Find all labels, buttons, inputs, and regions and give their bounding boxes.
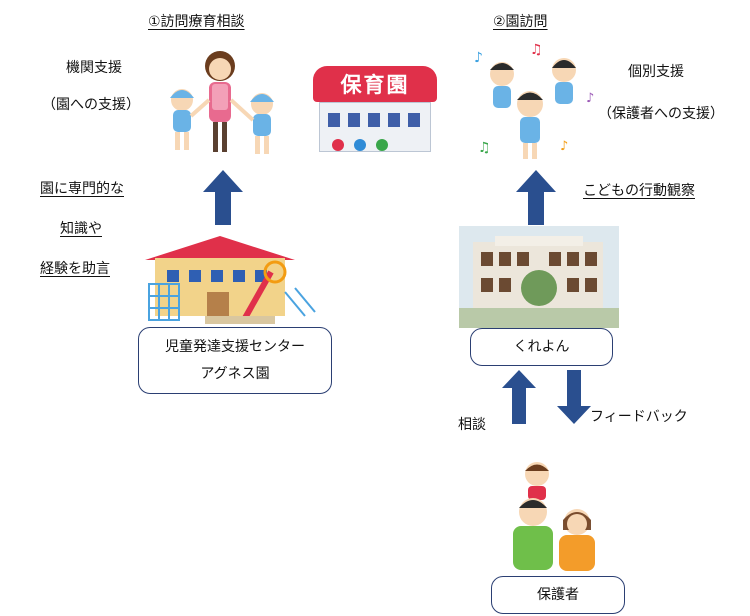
org-support-label: 機関支援 bbox=[66, 60, 122, 76]
svg-text:♪: ♪ bbox=[474, 50, 483, 66]
singing-children-illustration: ♪ ♫ ♪ ♫ ♪ bbox=[474, 42, 594, 159]
kureyon-box: くれよん bbox=[470, 328, 613, 366]
section2-title: ②園訪問 bbox=[493, 14, 548, 30]
advice-line3: 経験を助言 bbox=[40, 261, 110, 277]
up-arrow-right bbox=[516, 170, 556, 225]
individual-support-sub-label: （保護者への支援） bbox=[598, 106, 724, 122]
kindergarten-playground-illustration bbox=[145, 236, 316, 324]
family-illustration bbox=[513, 462, 595, 571]
parent-box: 保護者 bbox=[491, 576, 625, 614]
teacher-with-children-illustration bbox=[170, 51, 274, 154]
svg-text:♪: ♪ bbox=[586, 91, 594, 106]
development-center-box: 児童発達支援センター アグネス園 bbox=[138, 327, 332, 394]
advice-line1: 園に専門的な bbox=[40, 181, 124, 197]
kureyon-label: くれよん bbox=[513, 338, 570, 355]
svg-text:♪: ♪ bbox=[560, 139, 568, 154]
individual-support-label: 個別支援 bbox=[628, 64, 684, 80]
observation-label: こどもの行動観察 bbox=[583, 183, 695, 199]
nursery-sign: 保育園 bbox=[340, 73, 410, 97]
feedback-down-arrow bbox=[557, 370, 591, 424]
org-support-sub-label: （園への支援） bbox=[42, 97, 140, 113]
consult-up-arrow bbox=[502, 370, 536, 424]
svg-text:♫: ♫ bbox=[530, 42, 543, 58]
nursery-building-illustration: 保育園 bbox=[313, 66, 437, 152]
up-arrow-left bbox=[203, 170, 243, 225]
center-name-line2: アグネス園 bbox=[200, 365, 270, 382]
feedback-label: フィードバック bbox=[590, 409, 688, 425]
advice-line2: 知識や bbox=[60, 221, 102, 237]
parent-label: 保護者 bbox=[537, 586, 579, 603]
center-name-line1: 児童発達支援センター bbox=[165, 338, 305, 355]
svg-text:♫: ♫ bbox=[478, 140, 491, 156]
kureyon-building-photo bbox=[459, 226, 619, 328]
section1-title: ①訪問療育相談 bbox=[148, 14, 245, 30]
consult-label: 相談 bbox=[458, 417, 486, 433]
